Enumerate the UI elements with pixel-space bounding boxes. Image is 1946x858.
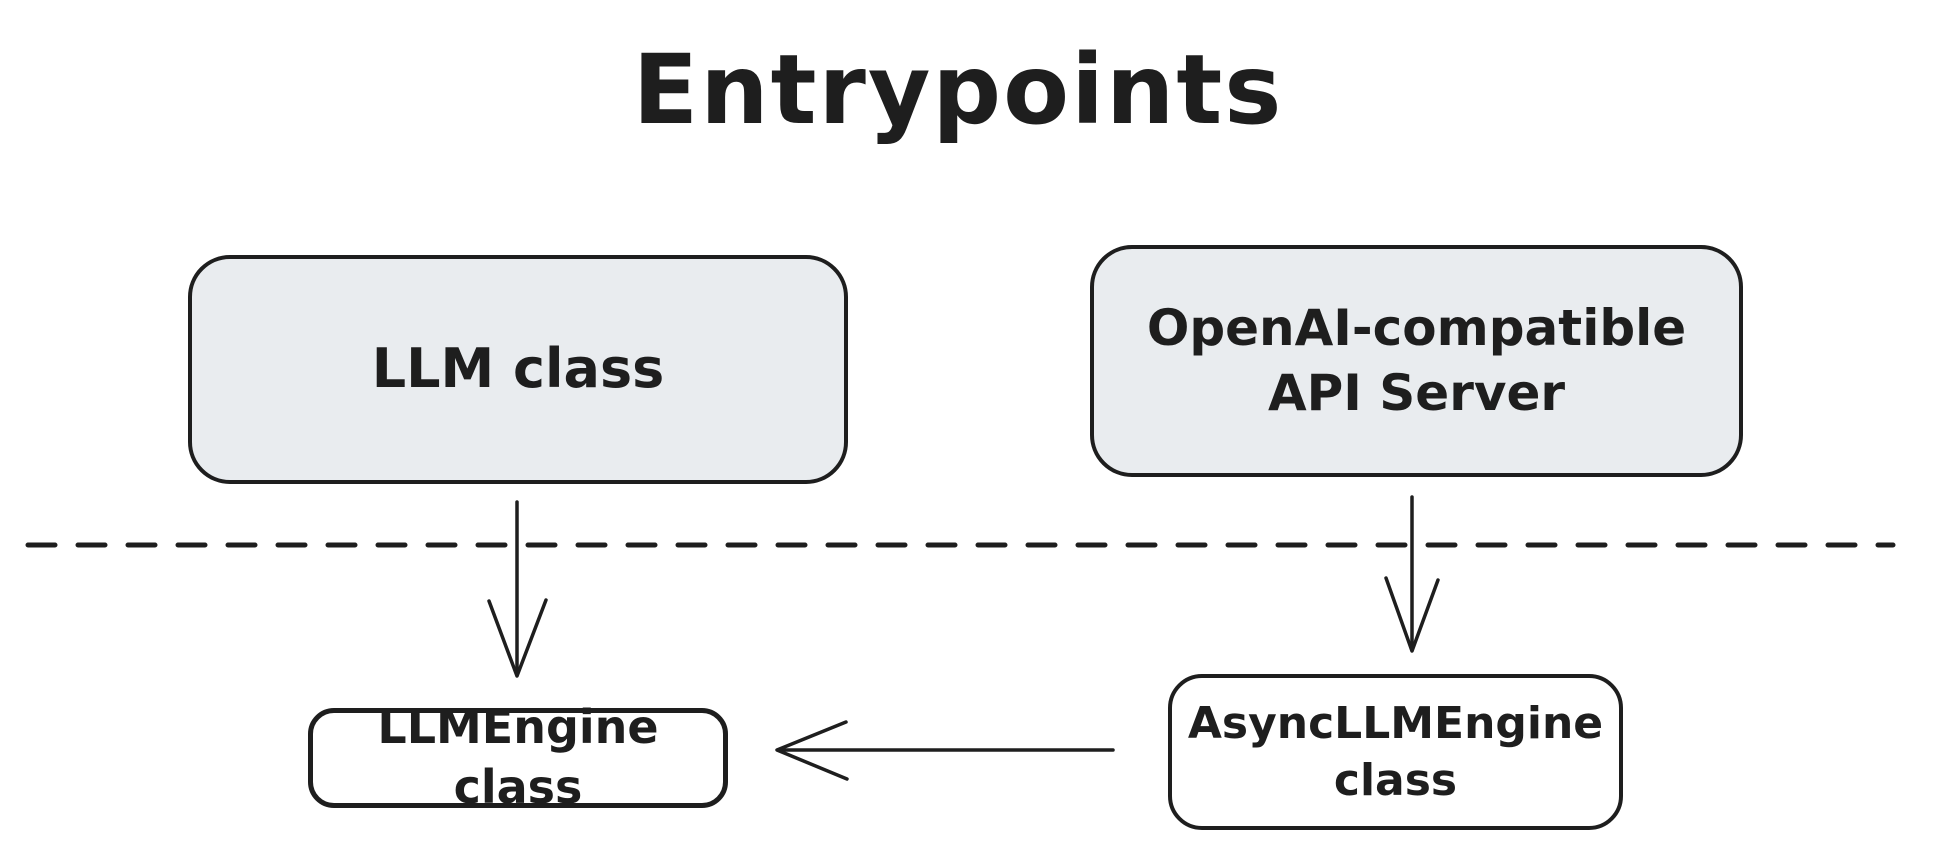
node-llmengine-class: LLMEngine class (308, 700, 728, 814)
arrow-llm-to-llmengine (487, 500, 548, 678)
node-llm-class-label: LLM class (371, 337, 665, 401)
node-openai-api-server-label-line2: API Server (1267, 364, 1566, 422)
node-openai-api-server: OpenAI-compatible API Server (1090, 245, 1743, 477)
diagram-title: Entrypoints (632, 34, 1284, 146)
arrow-apiserver-to-asyncllmengine (1384, 495, 1440, 653)
node-llm-class: LLM class (188, 255, 848, 484)
arrow-asyncllmengine-to-llmengine (775, 720, 1115, 781)
node-asyncllmengine-class-label-line2: class (1333, 755, 1458, 806)
node-asyncllmengine-class-label-line1: AsyncLLMEngine (1187, 697, 1604, 749)
node-openai-api-server-label-line1: OpenAI-compatible (1146, 299, 1687, 357)
node-llmengine-class-label: LLMEngine class (377, 700, 659, 814)
node-asyncllmengine-class: AsyncLLMEngine class (1168, 674, 1623, 830)
